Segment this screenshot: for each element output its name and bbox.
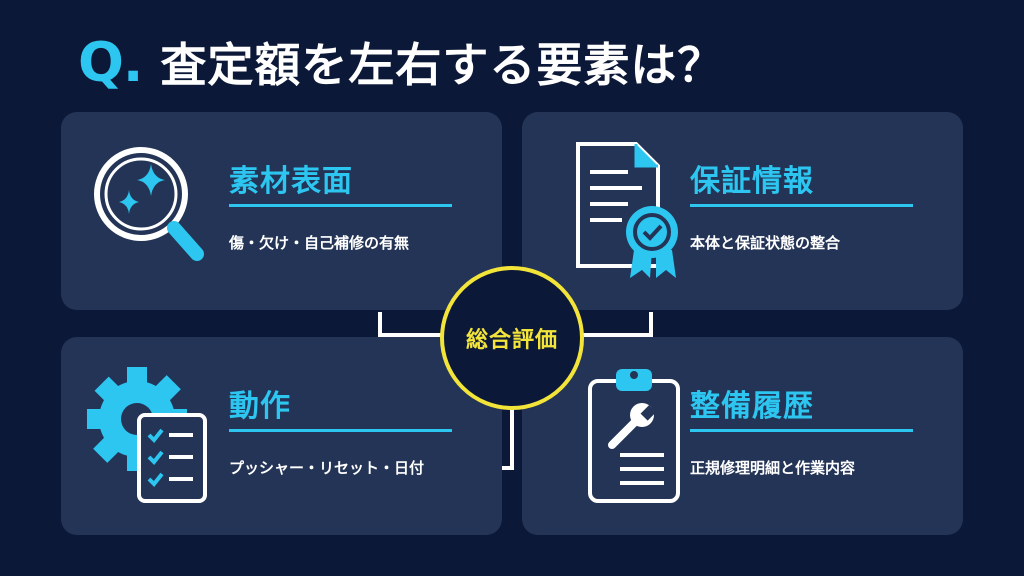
card-maintenance-history: 整備履歴 正規修理明細と作業内容 [522, 337, 963, 535]
certificate-document-icon [576, 142, 678, 278]
card-heading: 保証情報 [690, 164, 814, 199]
heading-underline [229, 429, 452, 432]
connector-top-right [580, 312, 653, 337]
connector-top-left [378, 312, 445, 337]
card-description: 正規修理明細と作業内容 [690, 459, 856, 477]
card-operation: 動作 プッシャー・リセット・日付 [61, 337, 502, 535]
question-prefix: Q. [78, 30, 143, 94]
card-description: 傷・欠け・自己補修の有無 [229, 234, 410, 252]
heading-underline [229, 204, 452, 207]
card-heading: 整備履歴 [690, 389, 814, 424]
magnifier-sparkle-icon [94, 147, 204, 261]
card-heading: 素材表面 [229, 164, 353, 199]
card-description: プッシャー・リセット・日付 [229, 459, 425, 477]
overall-evaluation-node: 総合評価 [440, 266, 584, 410]
card-description: 本体と保証状態の整合 [690, 234, 841, 252]
clipboard-wrench-icon [588, 369, 680, 503]
gear-checklist-icon [87, 367, 207, 503]
card-heading: 動作 [229, 389, 291, 424]
card-material-surface: 素材表面 傷・欠け・自己補修の有無 [61, 112, 502, 310]
title-text: 査定額を左右する要素は？ [160, 38, 725, 92]
card-warranty-info: 保証情報 本体と保証状態の整合 [522, 112, 963, 310]
heading-underline [690, 429, 913, 432]
center-label: 総合評価 [465, 328, 558, 353]
page-title: Q. 査定額を左右する要素は？ [78, 30, 724, 94]
heading-underline [690, 204, 913, 207]
